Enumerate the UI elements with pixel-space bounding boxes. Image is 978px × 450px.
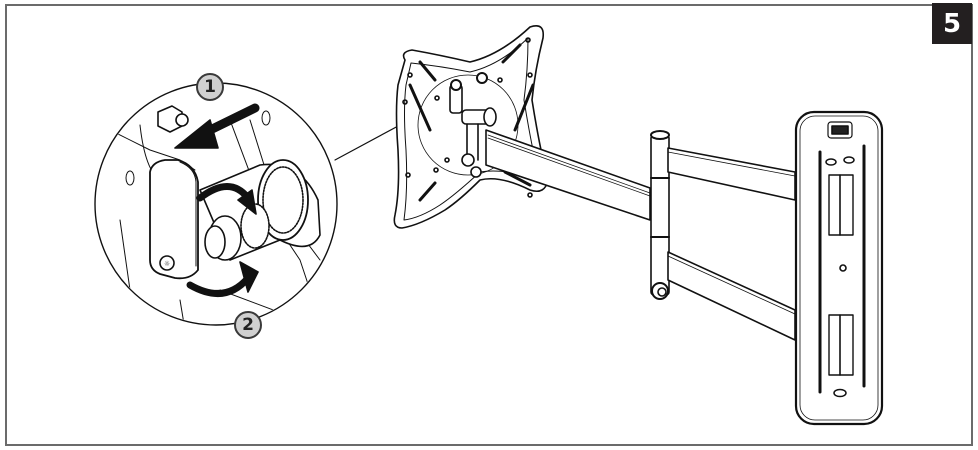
step-number-badge: 5 [932, 3, 972, 44]
leader-line [334, 124, 401, 161]
figure-frame [5, 4, 973, 446]
detail-magnifier: ☼ [94, 82, 338, 326]
svg-text:☼: ☼ [164, 260, 170, 268]
callout-2-label: 2 [242, 315, 254, 335]
pivot-joint [650, 130, 670, 300]
arm-upper [485, 129, 651, 221]
wall-plate [794, 110, 884, 426]
arm-right-upper [667, 147, 796, 201]
callout-1: 1 [196, 73, 224, 101]
step-number: 5 [942, 8, 962, 39]
callout-2: 2 [234, 311, 262, 339]
arm-right-lower [667, 251, 796, 341]
vesa-plate [393, 25, 549, 229]
callout-1-label: 1 [204, 77, 216, 97]
